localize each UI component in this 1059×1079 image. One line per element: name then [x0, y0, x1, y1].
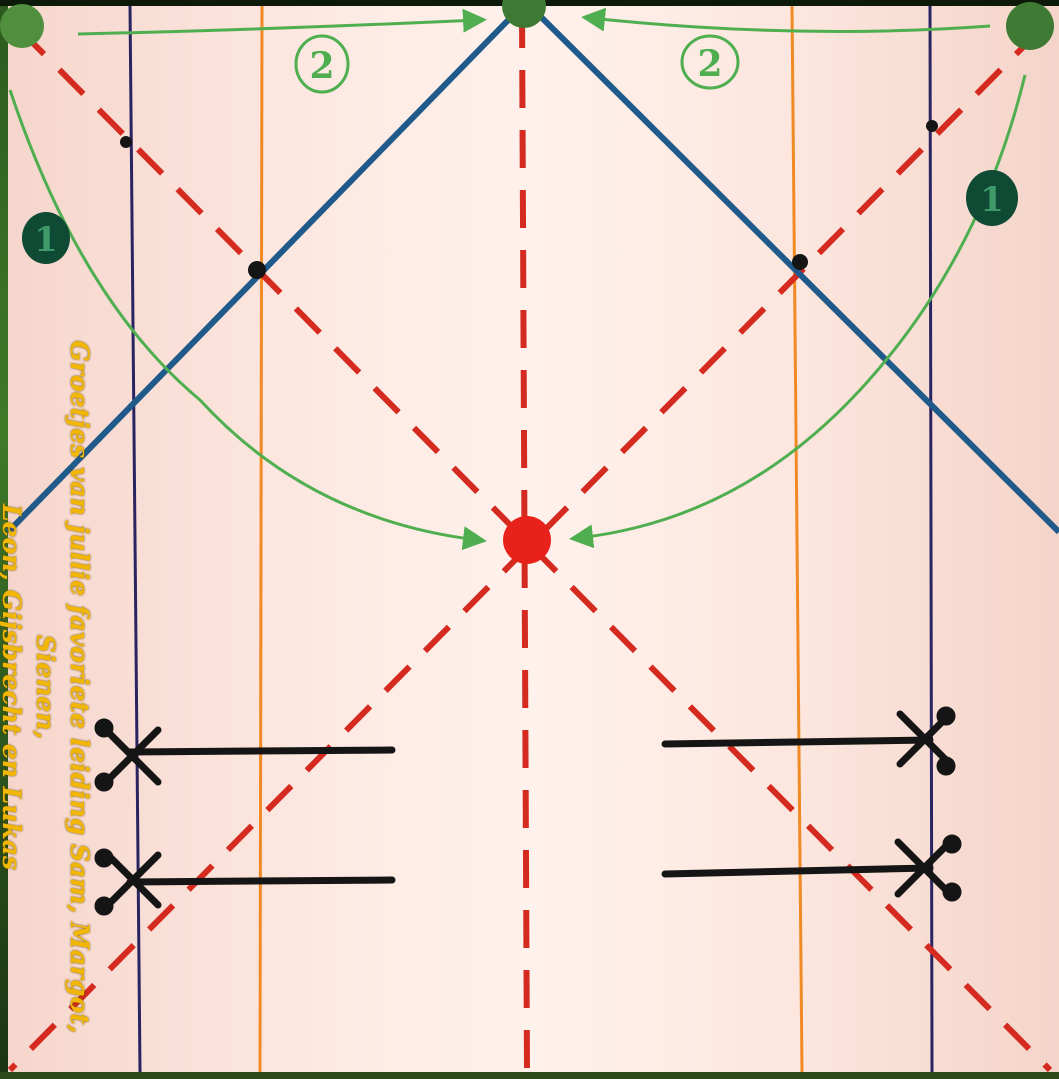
corner-dot-top-left [0, 4, 44, 48]
step-badge-1-left-label: 1 [34, 220, 58, 260]
cut-mark-right-upper [661, 706, 956, 776]
step-badge-2-left-label: 2 [309, 45, 334, 87]
center-red-dot [503, 516, 551, 564]
step-badge-2-left: 2 [294, 34, 350, 94]
step-badge-1-right-label: 1 [980, 180, 1004, 220]
green-arrow-top-right [581, 7, 991, 33]
corner-dot-top-right [1006, 2, 1054, 50]
greeting-caption-line-1: Groetjes van jullie favoriete leiding Sa… [31, 340, 94, 1034]
greeting-caption: Groetjes van jullie favoriete leiding Sa… [0, 292, 96, 1079]
step-badge-2-right-label: 2 [697, 43, 722, 85]
green-arrow-curve-right [569, 74, 1027, 549]
orange-guide-line-left [258, 5, 264, 1073]
step-badge-1-right: 1 [966, 170, 1018, 226]
greeting-caption-line-2: Leon, Gijsbrecht en Lukas [0, 503, 26, 871]
intersection-dot-navy-right [926, 120, 938, 132]
step-badge-1-left: 1 [22, 212, 70, 264]
orange-guide-line-right [790, 5, 804, 1073]
cut-mark-left-upper [94, 718, 396, 792]
navy-guide-line-left [128, 5, 142, 1073]
green-arrow-curve-left [8, 89, 487, 551]
corner-dot-top-center [502, 0, 546, 28]
intersection-dot-orange-right [792, 254, 808, 270]
cut-mark-right-lower [661, 834, 962, 902]
grass-edge-left [0, 0, 8, 1079]
cut-mark-left-lower [94, 848, 396, 916]
intersection-dot-navy-left [120, 136, 132, 148]
grass-edge-bottom [0, 1072, 1059, 1079]
intersection-dot-orange-left [248, 261, 266, 279]
step-badge-2-right: 2 [680, 34, 740, 90]
green-arrow-top-left [77, 8, 487, 36]
navy-guide-line-right [928, 5, 934, 1073]
blue-fold-line-right [529, 5, 1059, 535]
